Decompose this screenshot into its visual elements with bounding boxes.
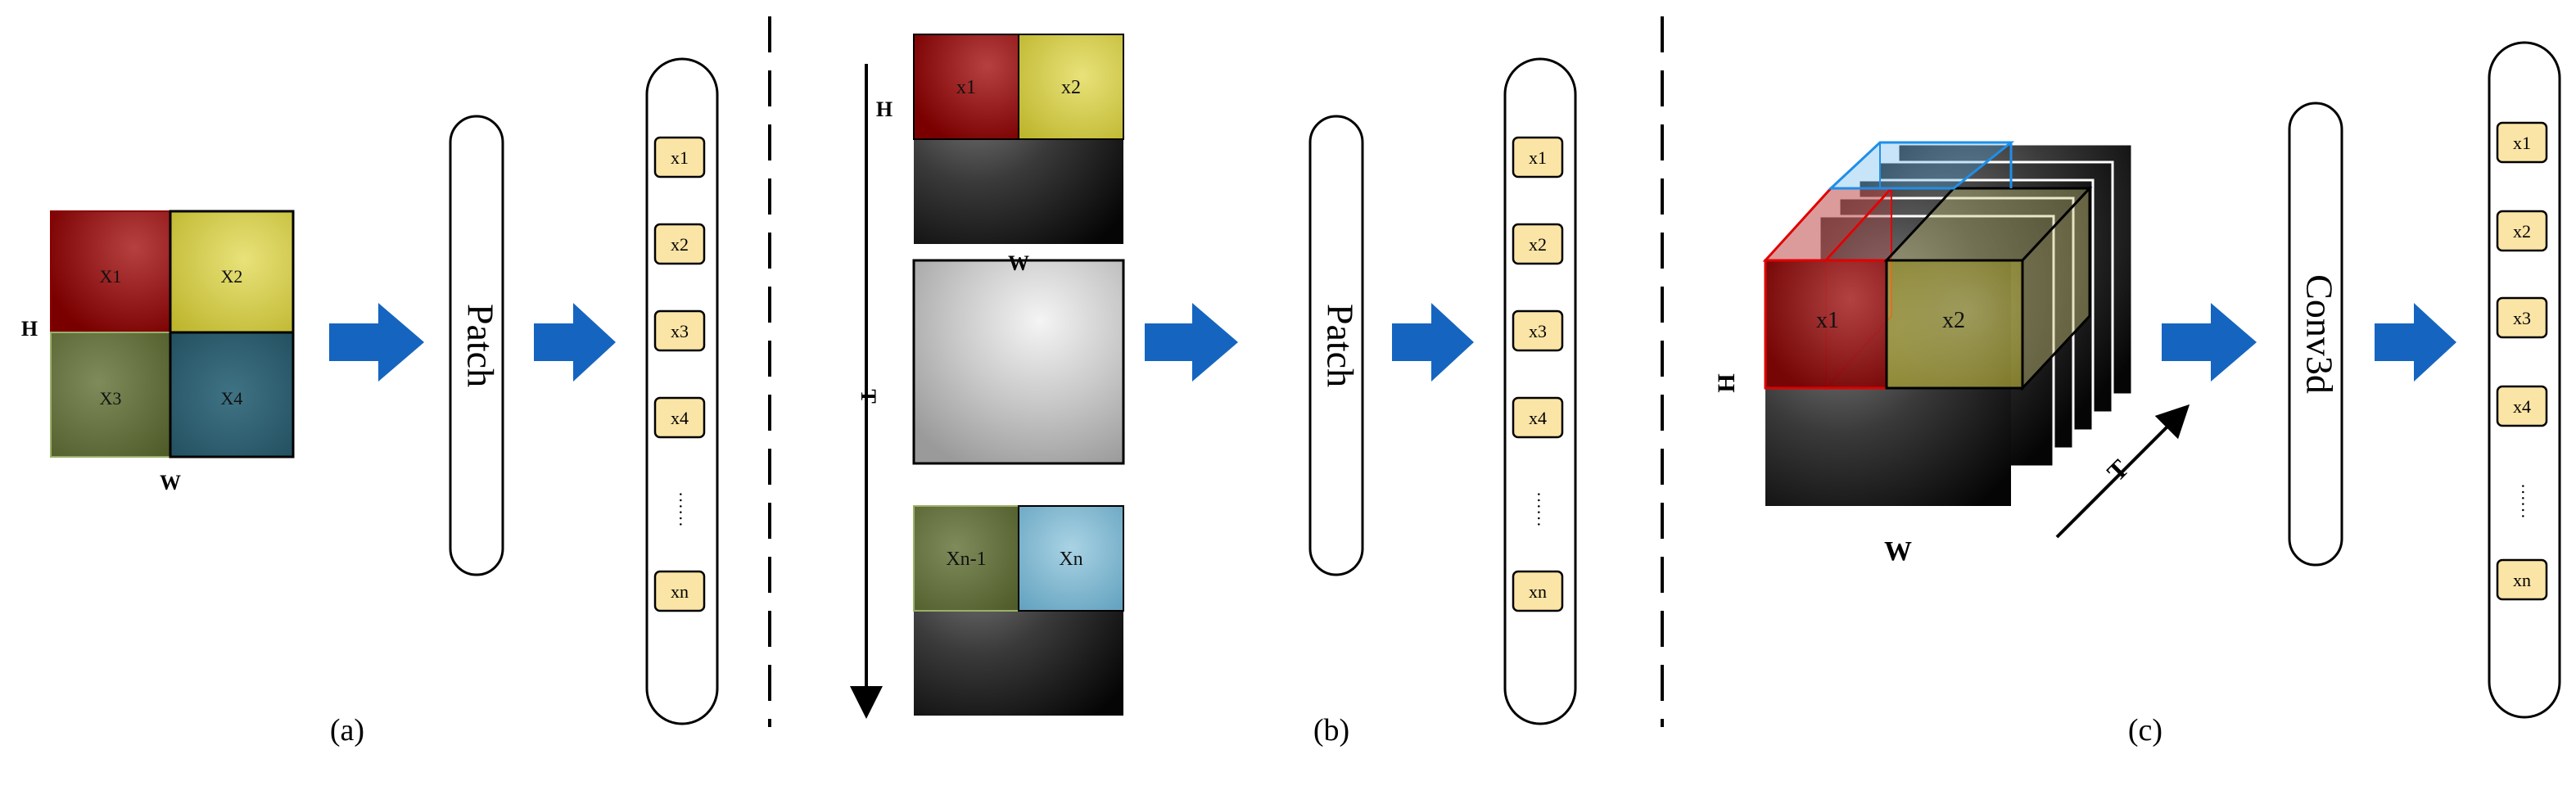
token-x1: x1 [1512, 136, 1564, 178]
arrow-c1 [2162, 303, 2257, 382]
patch-b-x1 [913, 34, 1019, 140]
dim-h-label-b-axis: H [876, 97, 893, 121]
token-xn: xn [1512, 570, 1564, 612]
conv3d-module-c: Conv3d [2288, 102, 2343, 567]
frame-middle-b: W [912, 251, 1125, 465]
patch-module-a: Patch [449, 115, 504, 576]
patch-x1 [50, 210, 171, 333]
token-x2: x2 [653, 223, 706, 265]
svg-text:Xn-1: Xn-1 [946, 549, 986, 570]
arrow-c2 [2375, 303, 2456, 382]
svg-text:x2: x2 [1529, 234, 1547, 255]
svg-text:x2: x2 [671, 234, 689, 255]
token-list-c: x1 x2 x3 x4 …… xn [2488, 41, 2561, 719]
dim-w-label-c: W [1884, 536, 1912, 567]
token-x4: x4 [1512, 396, 1564, 439]
arrow-b1 [1145, 303, 1238, 382]
token-x3: x3 [2496, 296, 2548, 339]
svg-text:xn: xn [2513, 570, 2531, 590]
caption-c: (c) [2128, 713, 2162, 748]
frame-bottom-b: Xn-1 Xn [913, 505, 1124, 716]
svg-text:x4: x4 [1529, 408, 1547, 428]
dim-t-label-c: T [2101, 454, 2135, 487]
token-x4: x4 [653, 396, 706, 439]
svg-text:x3: x3 [2513, 308, 2531, 328]
token-x3: x3 [1512, 309, 1564, 352]
frame-top-b: x1 x2 [913, 34, 1124, 244]
patch-x1-label: X1 [100, 266, 122, 287]
token-x2: x2 [2496, 210, 2548, 252]
panel-a: X1 X2 X3 X4 H W (a) Patch x1 x2 [21, 57, 719, 748]
token-xn: xn [2496, 558, 2548, 601]
svg-text:x1: x1 [2513, 133, 2531, 153]
patch-module-b-label: Patch [1319, 304, 1361, 387]
svg-text:xn: xn [1529, 581, 1547, 602]
token-x3: x3 [653, 309, 706, 352]
patch-module-b: Patch [1308, 115, 1364, 576]
svg-text:x1: x1 [956, 77, 976, 98]
conv3d-module-label: Conv3d [2298, 274, 2340, 394]
patch-module-a-label: Patch [459, 304, 501, 387]
svg-text:x4: x4 [671, 408, 689, 428]
svg-text:x1: x1 [1529, 147, 1547, 168]
panel-c: x1 x2 H W T Conv3d x1 [1713, 41, 2561, 748]
patch-b-x2 [1018, 34, 1124, 140]
svg-text:x3: x3 [671, 321, 689, 341]
svg-text:x1: x1 [671, 147, 689, 168]
cube-x1: x1 [1762, 186, 1895, 391]
patch-x3-label: X3 [100, 388, 122, 409]
token-x2: x2 [1512, 223, 1564, 265]
dim-h-label-a: H [21, 317, 38, 341]
arrow-a2 [534, 303, 616, 382]
svg-text:x3: x3 [1529, 321, 1547, 341]
arrow-b2 [1392, 303, 1474, 382]
cube-x2: x2 [1883, 185, 2093, 391]
dim-t-label-b: T [856, 389, 880, 403]
token-ellipsis: …… [1534, 491, 1554, 527]
svg-text:x4: x4 [2513, 396, 2531, 417]
token-list-a: x1 x2 x3 x4 …… xn [645, 57, 719, 725]
svg-text:x2: x2 [1942, 308, 1965, 333]
patch-x4 [169, 331, 295, 458]
svg-text:x2: x2 [1061, 77, 1081, 98]
caption-b: (b) [1313, 713, 1349, 748]
dim-w-label-b: W [1008, 251, 1029, 275]
svg-text:x1: x1 [1816, 308, 1839, 333]
caption-a: (a) [330, 713, 364, 748]
token-ellipsis: …… [2518, 483, 2538, 519]
dim-w-label-a: W [160, 471, 181, 495]
token-x4: x4 [2496, 385, 2548, 427]
patch-x4-label: X4 [221, 388, 243, 409]
token-ellipsis: …… [676, 491, 696, 527]
patch-x3 [50, 332, 171, 458]
dim-h-label-c: H [1713, 373, 1740, 392]
cube-blue-back [1828, 141, 2015, 190]
token-xn: xn [653, 570, 706, 612]
svg-text:xn: xn [671, 581, 689, 602]
patch-b-xn1 [913, 505, 1019, 612]
patch-x2-label: X2 [221, 266, 243, 287]
token-x1: x1 [2496, 121, 2548, 164]
time-axis-c [2055, 404, 2190, 539]
panel-b: H T x1 x2 W Xn-1 Xn Patch [850, 34, 1577, 748]
svg-text:Xn: Xn [1059, 549, 1082, 570]
svg-text:x2: x2 [2513, 221, 2531, 242]
arrow-a1 [329, 303, 424, 382]
patch-b-xn [1018, 505, 1124, 612]
patch-x2 [169, 210, 295, 334]
patch-grid-a: X1 X2 X3 X4 [50, 210, 295, 458]
token-list-b: x1 x2 x3 x4 …… xn [1503, 57, 1577, 725]
token-x1: x1 [653, 136, 706, 178]
